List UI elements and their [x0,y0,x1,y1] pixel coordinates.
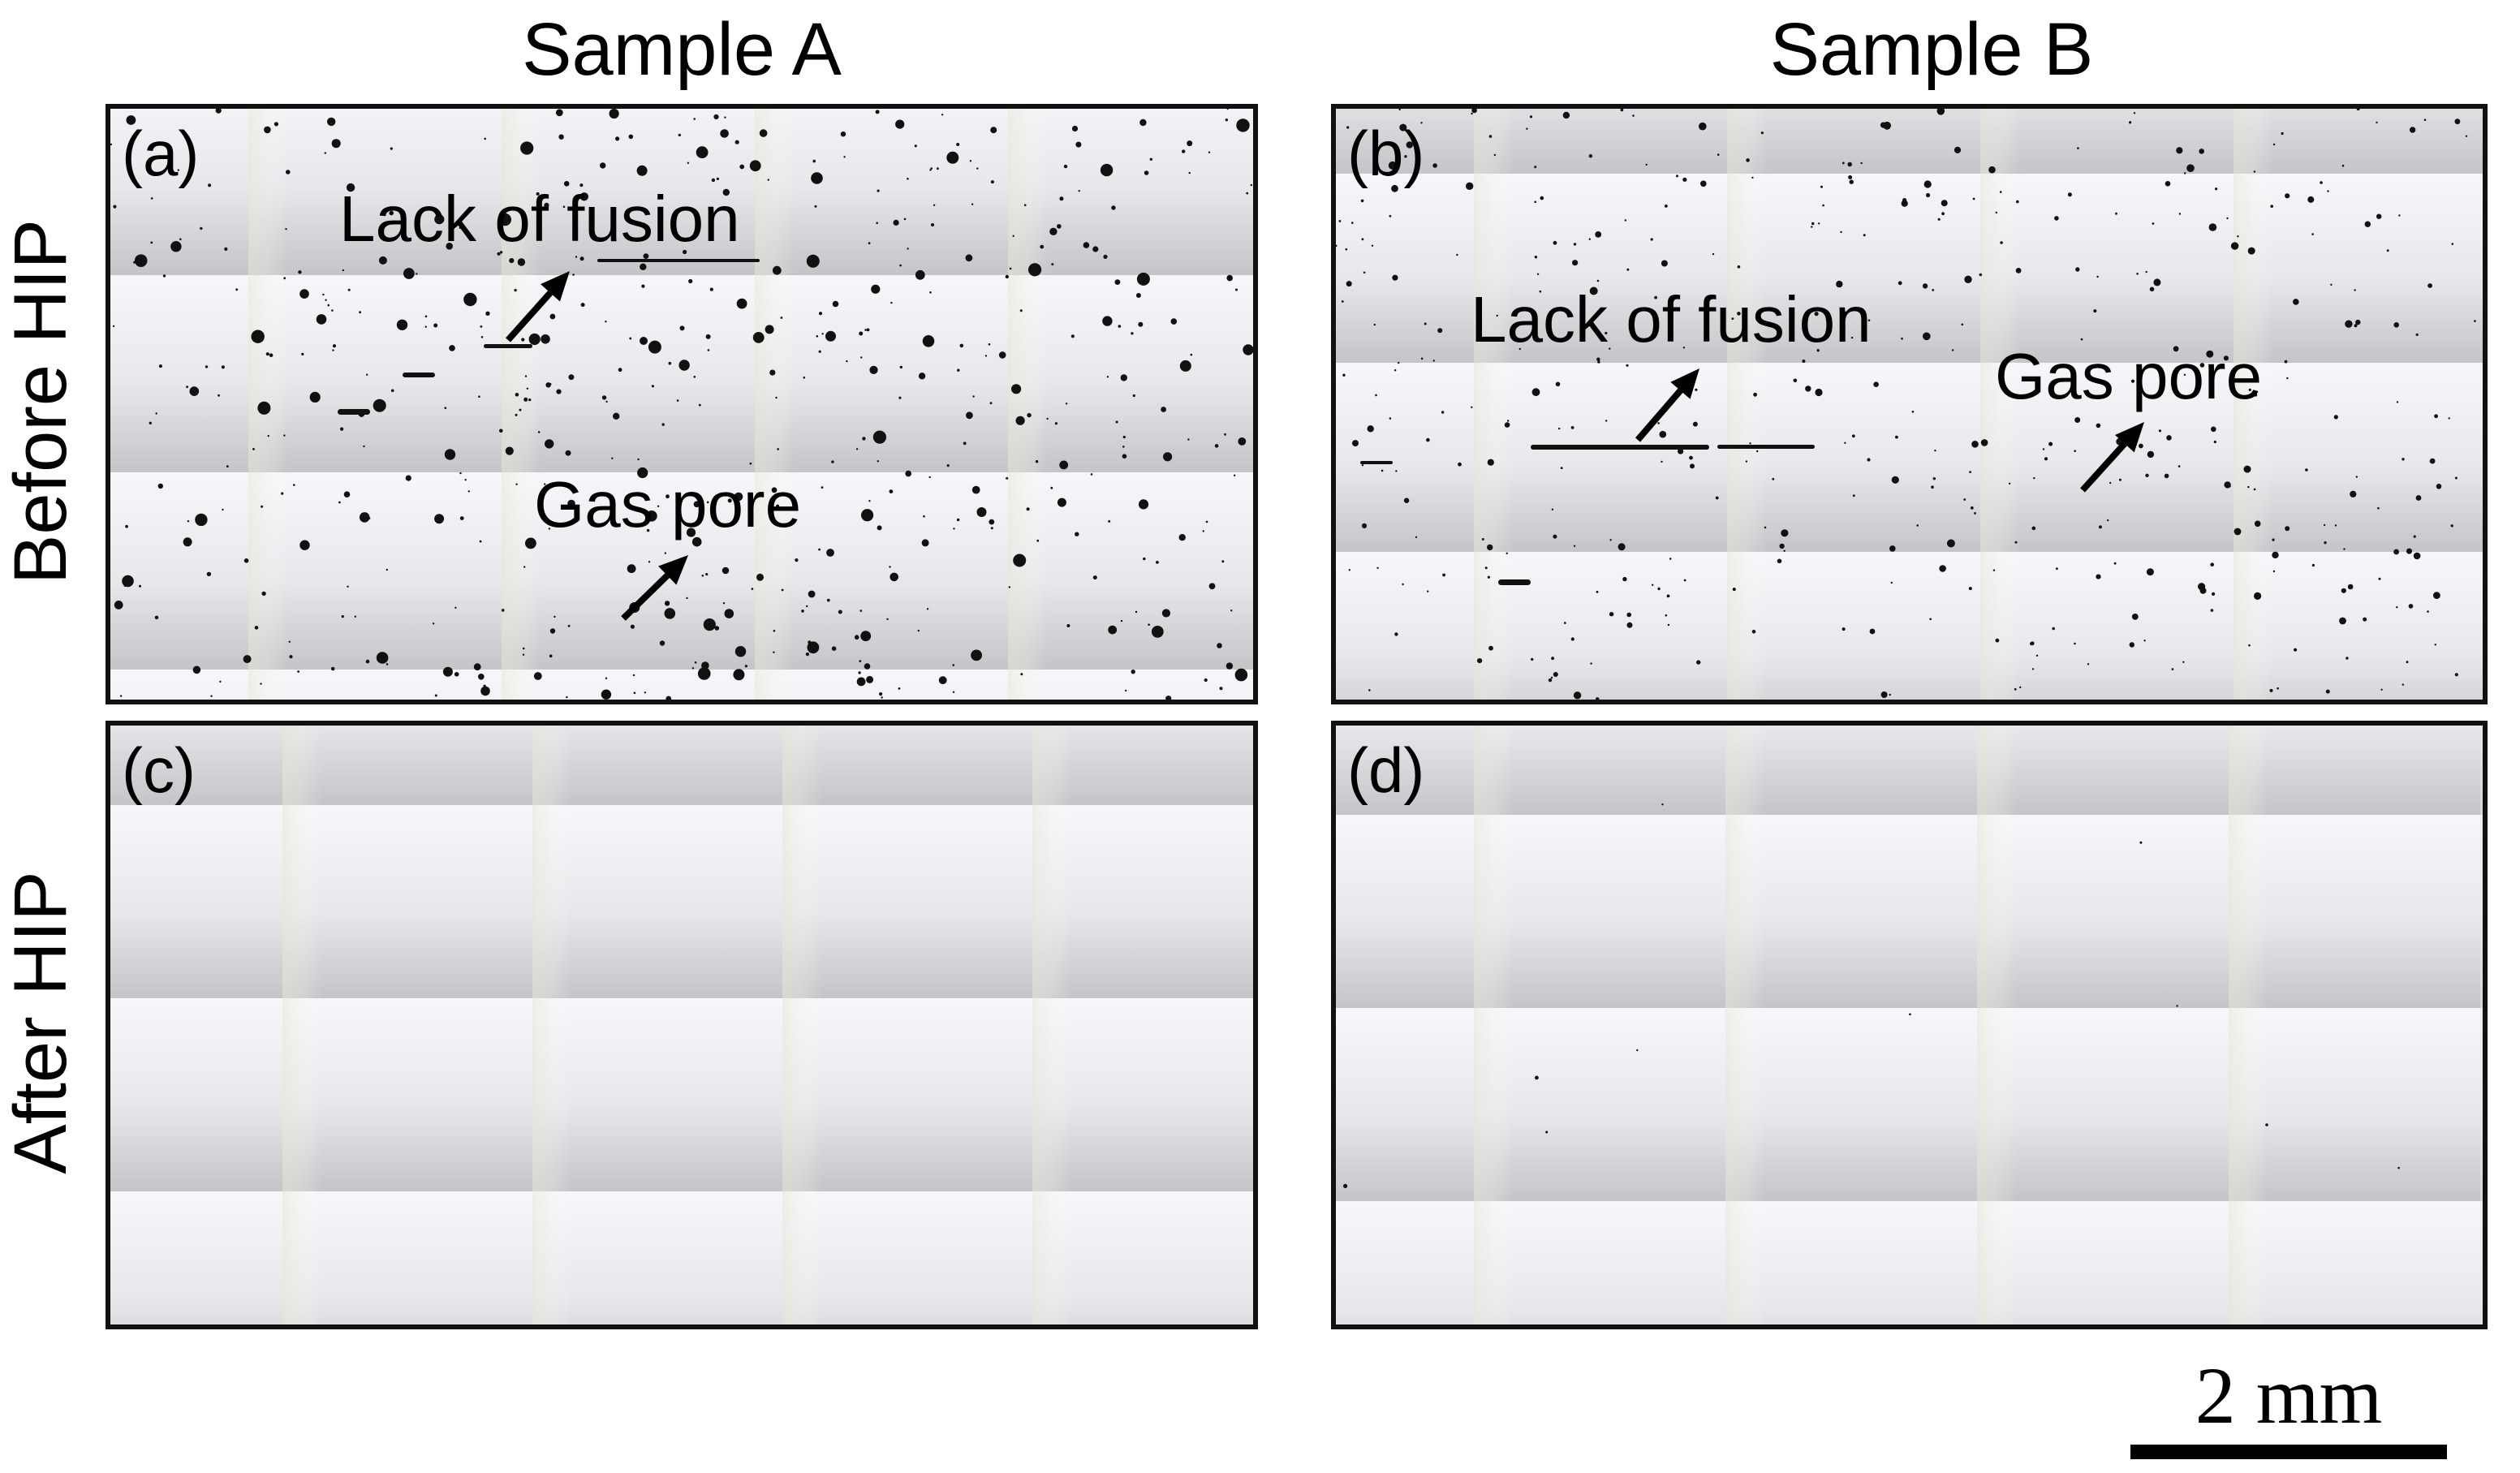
panel-a-sample-a-before-hip: (a) Lack of fusion Gas pore [106,104,1258,704]
row-title-after-hip: After HIP [0,871,82,1174]
column-title-sample-a: Sample A [522,8,842,91]
scale-bar [2130,1445,2447,1459]
gas-pore-label-b: Gas pore [1995,340,2263,412]
panel-label-d: (d) [1347,734,1425,806]
panel-d-sample-b-after-hip: (d) [1331,721,2488,1329]
lack-of-fusion-label-a: Lack of fusion [339,183,740,255]
micrograph-d [1336,726,2483,1324]
gas-pore-label-a: Gas pore [534,468,802,541]
micrograph-a [110,109,1253,700]
panel-label-c: (c) [122,734,196,806]
column-title-sample-b: Sample B [1769,8,2094,91]
panel-label-a: (a) [122,118,200,189]
micrograph-c [110,726,1253,1324]
panel-b-sample-b-before-hip: (b) Lack of fusion Gas pore [1331,104,2488,704]
lack-of-fusion-label-b: Lack of fusion [1471,283,1872,355]
micrograph-b [1336,109,2483,700]
panel-c-sample-a-after-hip: (c) [106,721,1258,1329]
panel-label-b: (b) [1347,118,1425,189]
row-title-before-hip: Before HIP [0,219,82,584]
scale-bar-label: 2 mm [2195,1350,2383,1441]
